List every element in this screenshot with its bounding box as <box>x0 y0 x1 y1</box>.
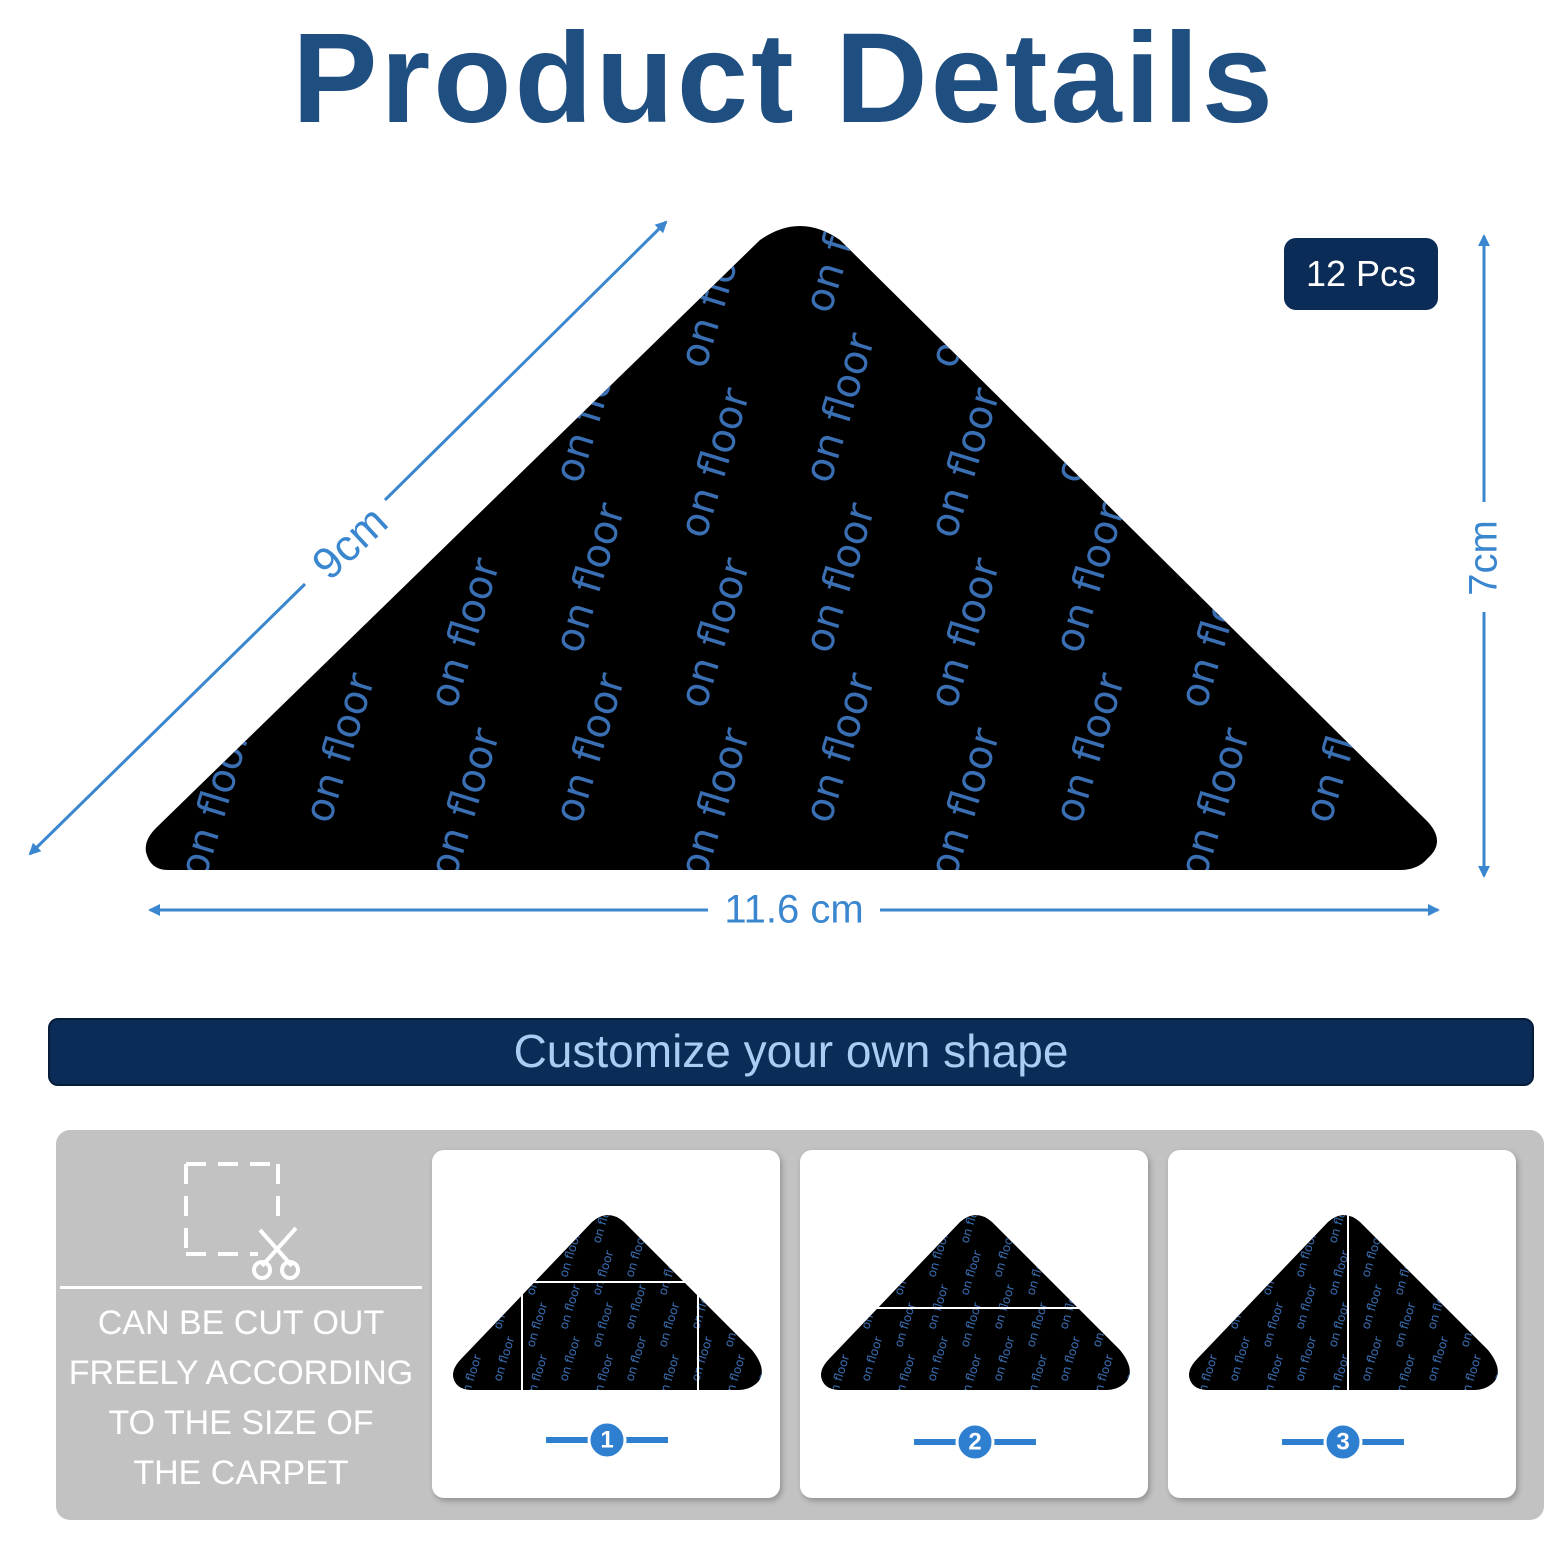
pattern-text: on floor <box>523 1197 550 1245</box>
page-title: Product Details <box>292 7 1276 150</box>
pattern-text: on floor <box>171 383 260 543</box>
pattern-text: on floor <box>1292 1179 1319 1227</box>
pattern-text: on floor <box>457 1197 484 1245</box>
pattern-text: on floor <box>721 1197 748 1245</box>
pattern-text: on floor <box>721 1249 748 1297</box>
pattern-text: on floor <box>1089 1249 1116 1297</box>
pattern-text: on floor <box>490 1179 517 1227</box>
pattern-text: on floor <box>1023 1197 1050 1245</box>
pattern-text: on floor <box>457 1249 484 1297</box>
pattern-text: on floor <box>891 1197 918 1245</box>
product-diagram: on floor on floor on floor on floor on floor… <box>28 158 1510 932</box>
pattern-text: on floor <box>921 213 1010 373</box>
cut-out-icon <box>184 1162 300 1280</box>
pattern-text: on floor <box>1046 158 1135 318</box>
pattern-text: on floor <box>1171 213 1260 373</box>
pattern-text: on floor <box>825 1197 852 1245</box>
option-number-indicator: 2 <box>914 1422 1036 1462</box>
pattern-text: on floor <box>1046 328 1135 488</box>
pattern-text: on floor <box>1457 1197 1484 1245</box>
pattern-text: on floor <box>655 1197 682 1245</box>
pattern-text: on floor <box>1421 723 1510 883</box>
pattern-text: on floor <box>546 158 635 318</box>
pattern-text: on floor <box>556 1179 583 1227</box>
pattern-text: on floor <box>1056 1231 1083 1279</box>
pattern-text: on floor <box>1122 1231 1148 1279</box>
pattern-text: on floor <box>296 328 385 488</box>
diagonal-dimension-line <box>383 220 668 502</box>
pattern-text: on floor <box>858 1179 885 1227</box>
diagonal-dimension-line <box>28 582 307 856</box>
pattern-text: on floor <box>622 1179 649 1227</box>
pattern-text: on floor <box>1122 1179 1148 1227</box>
pattern-text: on floor <box>1421 383 1510 543</box>
pattern-text: on floor <box>1424 1231 1451 1279</box>
pattern-text: on floor <box>171 553 260 713</box>
pattern-text: on floor <box>754 1283 780 1331</box>
pattern-text: on floor <box>1490 1231 1516 1279</box>
cut-description: CAN BE CUT OUT FREELY ACCORDING TO THE S… <box>68 1304 414 1492</box>
height-dimension-label: 7cm <box>1462 520 1506 596</box>
pattern-text: on floor <box>1259 1197 1286 1245</box>
pattern-text: on floor <box>1490 1283 1516 1331</box>
pattern-text: on floor <box>1122 1335 1148 1383</box>
pattern-text: on floor <box>1226 1231 1253 1279</box>
pattern-text: on floor <box>754 1335 780 1383</box>
scissors-icon <box>252 1226 300 1280</box>
pattern-text: on floor <box>1056 1179 1083 1227</box>
pattern-text: on floor <box>1296 498 1385 658</box>
pattern-text: on floor <box>296 158 385 318</box>
pattern-text: on floor <box>688 1231 715 1279</box>
pattern-text: on floor <box>1490 1335 1516 1383</box>
divider <box>60 1286 422 1289</box>
width-dimension-label: 11.6 cm <box>724 888 863 932</box>
cut-line <box>521 1281 699 1390</box>
pattern-text: on floor <box>924 1179 951 1227</box>
pattern-text: on floor <box>1296 328 1385 488</box>
option-number-indicator: 3 <box>1282 1422 1404 1462</box>
pattern-text: on floor <box>1171 383 1260 543</box>
option-number-indicator: 1 <box>546 1420 668 1460</box>
pattern-text: on floor <box>1193 1249 1220 1297</box>
pattern-text: on floor <box>1391 1197 1418 1245</box>
pattern-text: on floor <box>1358 1179 1385 1227</box>
diagonal-dimension-label: 9cm <box>303 497 397 590</box>
rug-gripper-pad <box>453 1215 762 1390</box>
pattern-text: on floor <box>1193 1197 1220 1245</box>
pattern-text: on floor <box>990 1179 1017 1227</box>
pattern-text: on floor <box>754 1231 780 1279</box>
pattern-text: on floor <box>421 213 510 373</box>
pattern-text: on floor <box>1226 1179 1253 1227</box>
option-number: 3 <box>1336 1428 1349 1455</box>
option-number: 2 <box>968 1428 981 1455</box>
rug-gripper-pad <box>821 1215 1130 1390</box>
quantity-badge: 12 Pcs <box>1284 238 1438 310</box>
cut-options-panel: CAN BE CUT OUT FREELY ACCORDING TO THE S… <box>56 1130 1544 1520</box>
rug-gripper-pad <box>145 226 1438 870</box>
pattern-text: on floor <box>1122 1283 1148 1331</box>
pattern-text: on floor <box>688 1179 715 1227</box>
pattern-text: on floor <box>490 1231 517 1279</box>
pattern-text: on floor <box>1457 1249 1484 1297</box>
customize-banner: Customize your own shape <box>48 1018 1534 1086</box>
pattern-text: on floor <box>825 1249 852 1297</box>
pattern-text: on floor <box>171 213 260 373</box>
pattern-text: on floor <box>858 1231 885 1279</box>
option-number: 1 <box>600 1426 613 1453</box>
rug-gripper-pad <box>1189 1215 1498 1390</box>
pattern-text: on floor <box>1424 1179 1451 1227</box>
pattern-text: on floor <box>754 1179 780 1227</box>
pattern-text: on floor <box>1089 1197 1116 1245</box>
pattern-text: on floor <box>1490 1179 1516 1227</box>
